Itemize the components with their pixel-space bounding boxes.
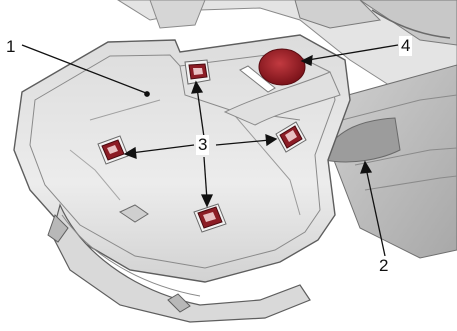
leader-1-dot [145, 92, 149, 96]
drain-plug [259, 49, 305, 85]
callout-label-3: 3 [196, 135, 209, 155]
lift-pad-top [185, 60, 210, 84]
callout-label-2: 2 [377, 256, 390, 276]
callout-label-1: 1 [4, 37, 17, 57]
callout-label-4: 4 [399, 36, 412, 56]
